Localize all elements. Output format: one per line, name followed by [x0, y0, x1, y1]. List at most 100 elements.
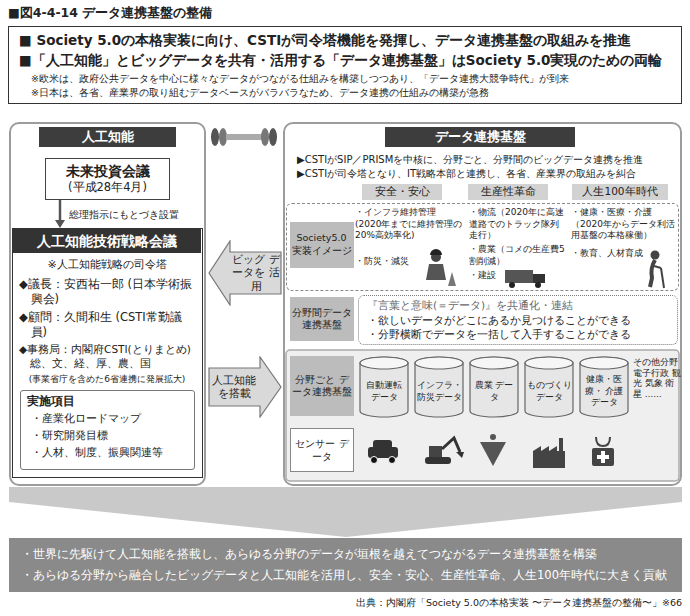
excavator-icon [442, 438, 460, 452]
node-text: 健康・医療・ 介護データ [581, 374, 627, 409]
medical-icon [597, 455, 609, 459]
node-text: ・建設 [469, 270, 509, 282]
truck-icon [535, 282, 541, 288]
node-text: ・インフラ維持管理 (2020年までに維持管理の20%高効率化) [355, 207, 463, 242]
database-cylinder: 自動運転 データ [359, 356, 409, 418]
chain-icon [261, 128, 269, 146]
node-text: ものづくり データ [526, 380, 572, 403]
node-text: 生産性革命 [481, 185, 536, 199]
node-text: ・健康・医療・介護 （2020年からデータ利活用基盤の本格稼働） [571, 207, 675, 242]
node-text: (平成28年4月) [68, 180, 147, 195]
source-caption: 出典：内閣府「Society 5.0の本格実装 〜データ連携基盤の整備〜」※66 [356, 597, 682, 609]
car-icon [389, 457, 396, 464]
elderly-icon [651, 251, 660, 260]
excavator-icon [456, 452, 464, 458]
node-text: ◆顧問：久間和生 (CSTI常勤議員) [19, 310, 197, 340]
worker-icon [430, 249, 442, 255]
conclusion-band: ・世界に先駆けて人工知能を搭載し、あらゆる分野のデータが垣根を越えてつながるデー… [9, 538, 682, 592]
database-cylinder: インフラ・ 防災データ [414, 356, 464, 418]
node-text: 未来投資会議 [66, 163, 150, 181]
column-header: 生産性革命 [468, 184, 548, 200]
figure-title: ■図4-4-14 データ連携基盤の整備 [8, 5, 212, 21]
note-label: その他分野 電子行政 観光 気象 衛星 …… [633, 357, 681, 400]
domain-region [286, 350, 679, 481]
arrow-outline [208, 356, 282, 418]
node-text: ・欲しいデータがどこにあるか見つけることができる [367, 314, 667, 328]
node-text: ・世界に先駆けて人工知能を搭載し、あらゆる分野のデータが垣根を越えてつながるデー… [21, 547, 671, 562]
data-panel: データ連携基盤 ▶CSTIがSIP／PRISMを中核に、分野ごと、分野間のビッグデ… [283, 122, 682, 486]
chain-icon [211, 128, 219, 146]
node-text: 人生100年時代 [582, 185, 657, 199]
cylinder-top [470, 357, 518, 369]
panel-heading: 人工知能 [39, 127, 176, 147]
node-text: 『言葉と意味(＝データ)』を共通化・連結 [367, 299, 667, 313]
node-text: インフラ・ 防災データ [416, 380, 462, 403]
node-text: ※人工知能戦略の司令塔 [13, 258, 201, 272]
node-text: Society5.0 実装イメージ [292, 232, 352, 257]
elderly-icon [661, 268, 664, 288]
node-text: ■「人工知能」とビッグデータを共有・活用する「データ連携基盤」はSociety … [19, 52, 669, 70]
column-header: 安全・安心 [362, 184, 442, 200]
box-heading: 人工知能技術戦略会議 [13, 229, 201, 253]
arrow-shape [209, 241, 281, 305]
excavator-icon [429, 446, 442, 457]
elderly-icon [650, 260, 655, 287]
node-text: 実施項目 [27, 394, 187, 409]
node-text: 人工知能 を搭載 [209, 374, 259, 401]
block-arrow-left: ビッグ データを 活用 [208, 240, 282, 306]
node-text: ・人材、制度、振興関連等 [31, 446, 191, 460]
node-text: ※欧米は、政府公共データを中心に様々なデータがつながる仕組みを構築しつつあり、「… [31, 73, 671, 85]
node-text: ・物流（2020年に高速道路でのトラック隊列走行） [469, 207, 565, 242]
down-chevron [9, 487, 682, 537]
cylinder-body [525, 357, 573, 417]
node-text: 分野間データ 連携基盤 [292, 307, 352, 332]
connector [55, 200, 65, 228]
chain-icon [269, 128, 277, 146]
elderly-icon [654, 266, 661, 268]
chain-icon [226, 134, 262, 140]
node-text: ・産業化ロードマップ [31, 412, 191, 426]
cylinder-top [580, 357, 628, 369]
cylinder-body [415, 357, 463, 417]
cross-domain-box: 『言葉と意味(＝データ)』を共通化・連結・欲しいデータがどこにあるか見つけること… [358, 295, 678, 345]
connector-line [59, 200, 62, 221]
block-arrow-right: 人工知能 を搭載 [208, 356, 282, 418]
cylinder-body [580, 357, 628, 417]
farm-icon [490, 434, 496, 440]
summary-box: ■ Society 5.0の本格実装に向け、CSTIが司令塔機能を発揮し、データ… [8, 26, 682, 104]
node-text: ※日本は、各省、産業界の取り組むデータベースがバラバラなため、データ連携の仕組み… [31, 87, 671, 99]
ai-panel: 人工知能未来投資会議(平成28年4月) 人工知能技術戦略会議 ※人工知能戦略の司令塔… [9, 122, 206, 486]
cylinder-body [470, 357, 518, 417]
node-text: ・分野横断でデータを一括して入手することができる [367, 328, 667, 342]
node-text: 安全・安心 [375, 185, 430, 199]
node-text: ▶CSTIがSIP／PRISMを中核に、分野ごと、分野間のビッグデータ連携を推進 [297, 153, 677, 166]
panel-heading: データ連携基盤 [385, 127, 575, 147]
node-text: ◆議長：安西祐一郎 (日本学術振興会) [19, 277, 197, 307]
farm-icon [480, 442, 506, 466]
node-text: ・あらゆる分野から融合したビッグデータと人工知能を活用し、安全・安心、生産性革命… [21, 568, 671, 583]
cylinder-body [360, 357, 408, 417]
factory-icon [559, 438, 563, 451]
medical-icon [592, 448, 614, 466]
medical-icon [596, 437, 610, 446]
node-text: ■ Society 5.0の本格実装に向け、CSTIが司令塔機能を発揮し、データ… [19, 32, 669, 50]
car-icon [371, 457, 378, 464]
council-box: 未来投資会議(平成28年4月) [45, 158, 170, 200]
row-label: Society5.0 実装イメージ [290, 222, 354, 268]
column-header: 人生100年時代 [572, 184, 668, 200]
arrow-shape [209, 357, 281, 417]
edge-label: 総理指示にもとづき設置 [67, 208, 181, 221]
node-text: ビッグ データを 活用 [230, 253, 282, 294]
strategy-box: 人工知能技術戦略会議 ※人工知能戦略の司令塔 ◆議長：安西祐一郎 (日本学術振興会)… [12, 228, 203, 478]
cylinder-top [360, 357, 408, 369]
truck-icon [509, 282, 515, 288]
excavator-icon [425, 457, 451, 464]
node-text: ・教育、人材育成 [571, 248, 643, 260]
cylinder-top [525, 357, 573, 369]
row-label: 分野ごと データ連携基盤 [290, 356, 354, 416]
cylinder-top [415, 357, 463, 369]
row-label: 分野間データ 連携基盤 [290, 297, 354, 341]
node-text: センサー データ [293, 437, 351, 463]
node-text: (事業省庁を含めた6省連携に発展拡大) [17, 374, 197, 386]
